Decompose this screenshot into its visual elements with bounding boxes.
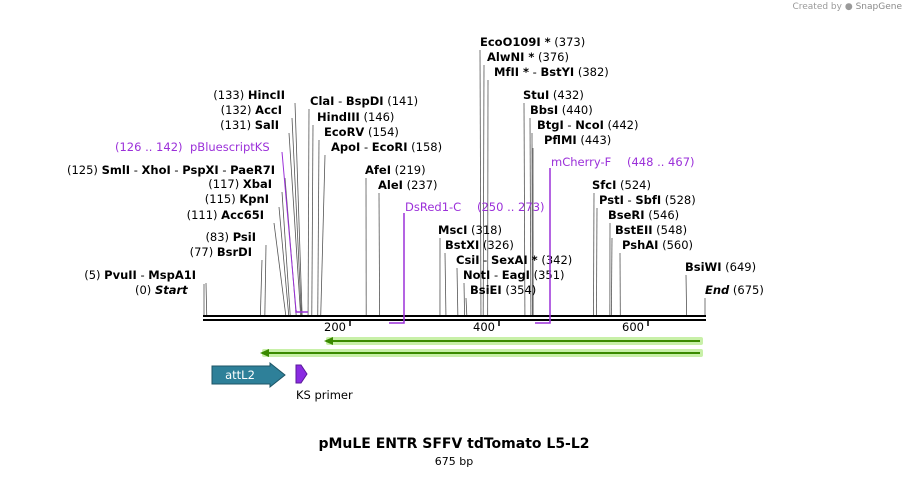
attl2-feature-arrow [211,361,286,389]
site-leader-17 [444,252,447,316]
orf-2-arrowhead [260,349,269,357]
end-label: End (675) [705,283,764,297]
site-label-bsiwi: BsiWI (649) [685,260,756,274]
site-leader-25 [529,117,532,316]
primer-labels: (126 .. 142) pBluescriptKS DsRed1-C (250… [115,140,695,214]
site-leader-7 [288,132,302,316]
site-label-noti: NotI - EagI (351) [463,268,565,282]
site-label-smli: (125) SmlI - XhoI - PspXI - PaeR7I [67,163,275,177]
primer-name-mcherry-f: mCherry-F [551,155,611,169]
site-label-xbai: (117) XbaI [208,177,272,191]
site-label-kpni: (115) KpnI [205,192,269,206]
site-label-bsiei: BsiEI (354) [470,283,536,297]
site-label-acc65i: (111) Acc65I [187,208,264,222]
site-label-pvuii: (5) PvuII - MspA1I [84,268,196,282]
snapgene-logo-icon: ● [844,2,853,12]
site-leader-19 [463,282,465,316]
site-label-btgi: BtgI - NcoI (442) [537,118,638,132]
site-leader-33 [685,274,688,316]
site-leader-11 [311,124,314,316]
features: attL2 KS primer [211,361,353,402]
ks-primer-feature-arrow [295,364,308,384]
attl2-label: attL2 [225,368,255,382]
pbluescriptks-leader [281,151,297,311]
mcherry-f-binding-mark [535,168,551,324]
primer-name-dsred1-c: DsRed1-C [405,200,461,214]
primer-range-dsred1-c: (250 .. 273) [477,200,545,214]
primer-range-mcherry-f: (448 .. 467) [627,155,695,169]
site-label-hindiii: HindIII (146) [317,110,394,124]
scale-ticks: 200 400 600 [324,320,649,334]
start-label: (0) Start [135,283,188,297]
site-leader-15 [378,192,381,316]
site-leader-24 [523,102,526,316]
site-label-ecoo109i: EcoO109I * (373) [480,35,585,49]
primer-range-pbluescriptks: (126 .. 142) [115,140,183,154]
site-label-ecorv: EcoRV (154) [324,125,399,139]
site-label-msci: MscI (318) [438,223,502,237]
pbluescriptks-binding-mark [295,310,308,313]
site-leader-20 [465,297,468,316]
site-leader-10 [307,108,310,316]
site-label-clai: ClaI - BspDI (141) [310,94,418,108]
created-by-snapgene: Created by ● SnapGene [792,2,902,12]
site-label-sfci: SfcI (524) [592,178,651,192]
site-leader-28 [593,192,595,316]
site-leader-0 [205,282,208,316]
site-label-apoi: ApoI - EcoRI (158) [331,140,442,154]
site-label-mfii: MfII * - BstYI (382) [494,65,609,79]
site-label-stui: StuI (432) [523,88,584,102]
site-leader-29 [596,207,598,316]
site-label-bsteii: BstEII (548) [615,223,687,237]
site-label-csii: CsiI - SexAI * (342) [456,253,572,267]
site-label-psii: (83) PsiI [205,230,256,244]
site-leader-4 [278,206,290,316]
orf-1-arrowhead [324,337,333,345]
site-leader-21 [479,49,482,316]
site-label-bstxi: BstXI (326) [445,238,514,252]
site-label-acci: (132) AccI [221,103,282,117]
ks-primer-label: KS primer [296,388,353,402]
site-leader-31 [610,237,613,316]
site-label-bseri: BseRI (546) [608,208,679,222]
snapgene-brand: SnapGene [855,2,902,12]
site-label-psti: PstI - SbfI (528) [599,193,696,207]
site-labels: (5) PvuII - MspA1I (77) BsrDI(83) PsiI (11… [67,35,764,297]
site-leader-5 [281,191,291,316]
dsred1-c-binding-mark [389,213,405,324]
site-label-bbsi: BbsI (440) [530,103,593,117]
tick-label-400: 400 [473,320,495,334]
site-label-hincii: (133) HincII [213,88,285,102]
site-leader-9 [294,102,303,316]
site-label-sali: (131) SalI [220,118,279,132]
dna-backbone [203,315,706,321]
site-label-bsrdi: (77) BsrDI [190,245,252,259]
map-size: 675 bp [434,455,474,468]
site-leader-13 [320,154,326,316]
site-leader-3 [273,222,287,316]
site-leader-22 [482,64,485,316]
site-label-pflmi: PflMI (443) [544,133,611,147]
orf-arrows [260,337,703,357]
site-label-pshai: PshAI (560) [622,238,693,252]
created-by-label: Created by [792,2,842,12]
tick-label-600: 600 [622,320,644,334]
primer-name-pbluescriptks: pBluescriptKS [190,140,270,154]
site-label-alwni: AlwNI * (376) [487,50,569,64]
site-label-alei: AleI (237) [378,178,438,192]
map-title: pMuLE ENTR SFFV tdTomato L5-L2 [318,436,590,452]
site-leader-8 [291,117,302,316]
site-leader-lines [203,49,706,316]
primer-marks [281,151,551,324]
site-leader-2 [264,244,267,316]
site-leader-18 [456,267,459,316]
tick-label-200: 200 [324,320,346,334]
site-leader-12 [317,139,320,316]
site-label-afei: AfeI (219) [365,163,426,177]
site-leader-1 [259,259,263,316]
